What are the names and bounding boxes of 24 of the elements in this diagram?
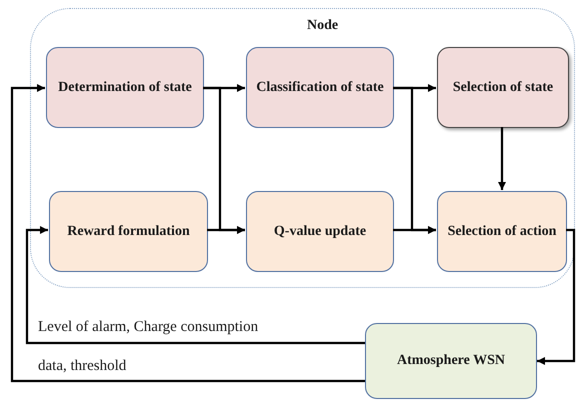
box-label: Reward formulation [67, 222, 190, 240]
group-container [30, 8, 575, 288]
process-box [246, 47, 394, 128]
box-label: Selection of state [452, 78, 554, 96]
edge-label: data, threshold [36, 357, 128, 375]
edge-label: Level of alarm, Charge consumption [36, 318, 260, 336]
box-label: Classification of state [256, 78, 384, 96]
box-label: Selection of action [448, 222, 556, 240]
box-label: Determination of state [58, 78, 192, 96]
arrow [498, 127, 506, 190]
arrow [207, 226, 245, 234]
arrow [537, 228, 576, 365]
process-box [46, 47, 204, 128]
box-label: Atmosphere WSN [397, 352, 505, 370]
group-title: Node [307, 17, 338, 35]
process-box [365, 323, 537, 399]
box-label: Q-value update [274, 222, 366, 240]
arrow [26, 226, 365, 344]
process-box [437, 191, 567, 272]
process-box [437, 47, 569, 128]
process-box [246, 191, 394, 272]
process-box [49, 191, 208, 272]
arrow [393, 226, 436, 234]
arrow [10, 84, 365, 382]
